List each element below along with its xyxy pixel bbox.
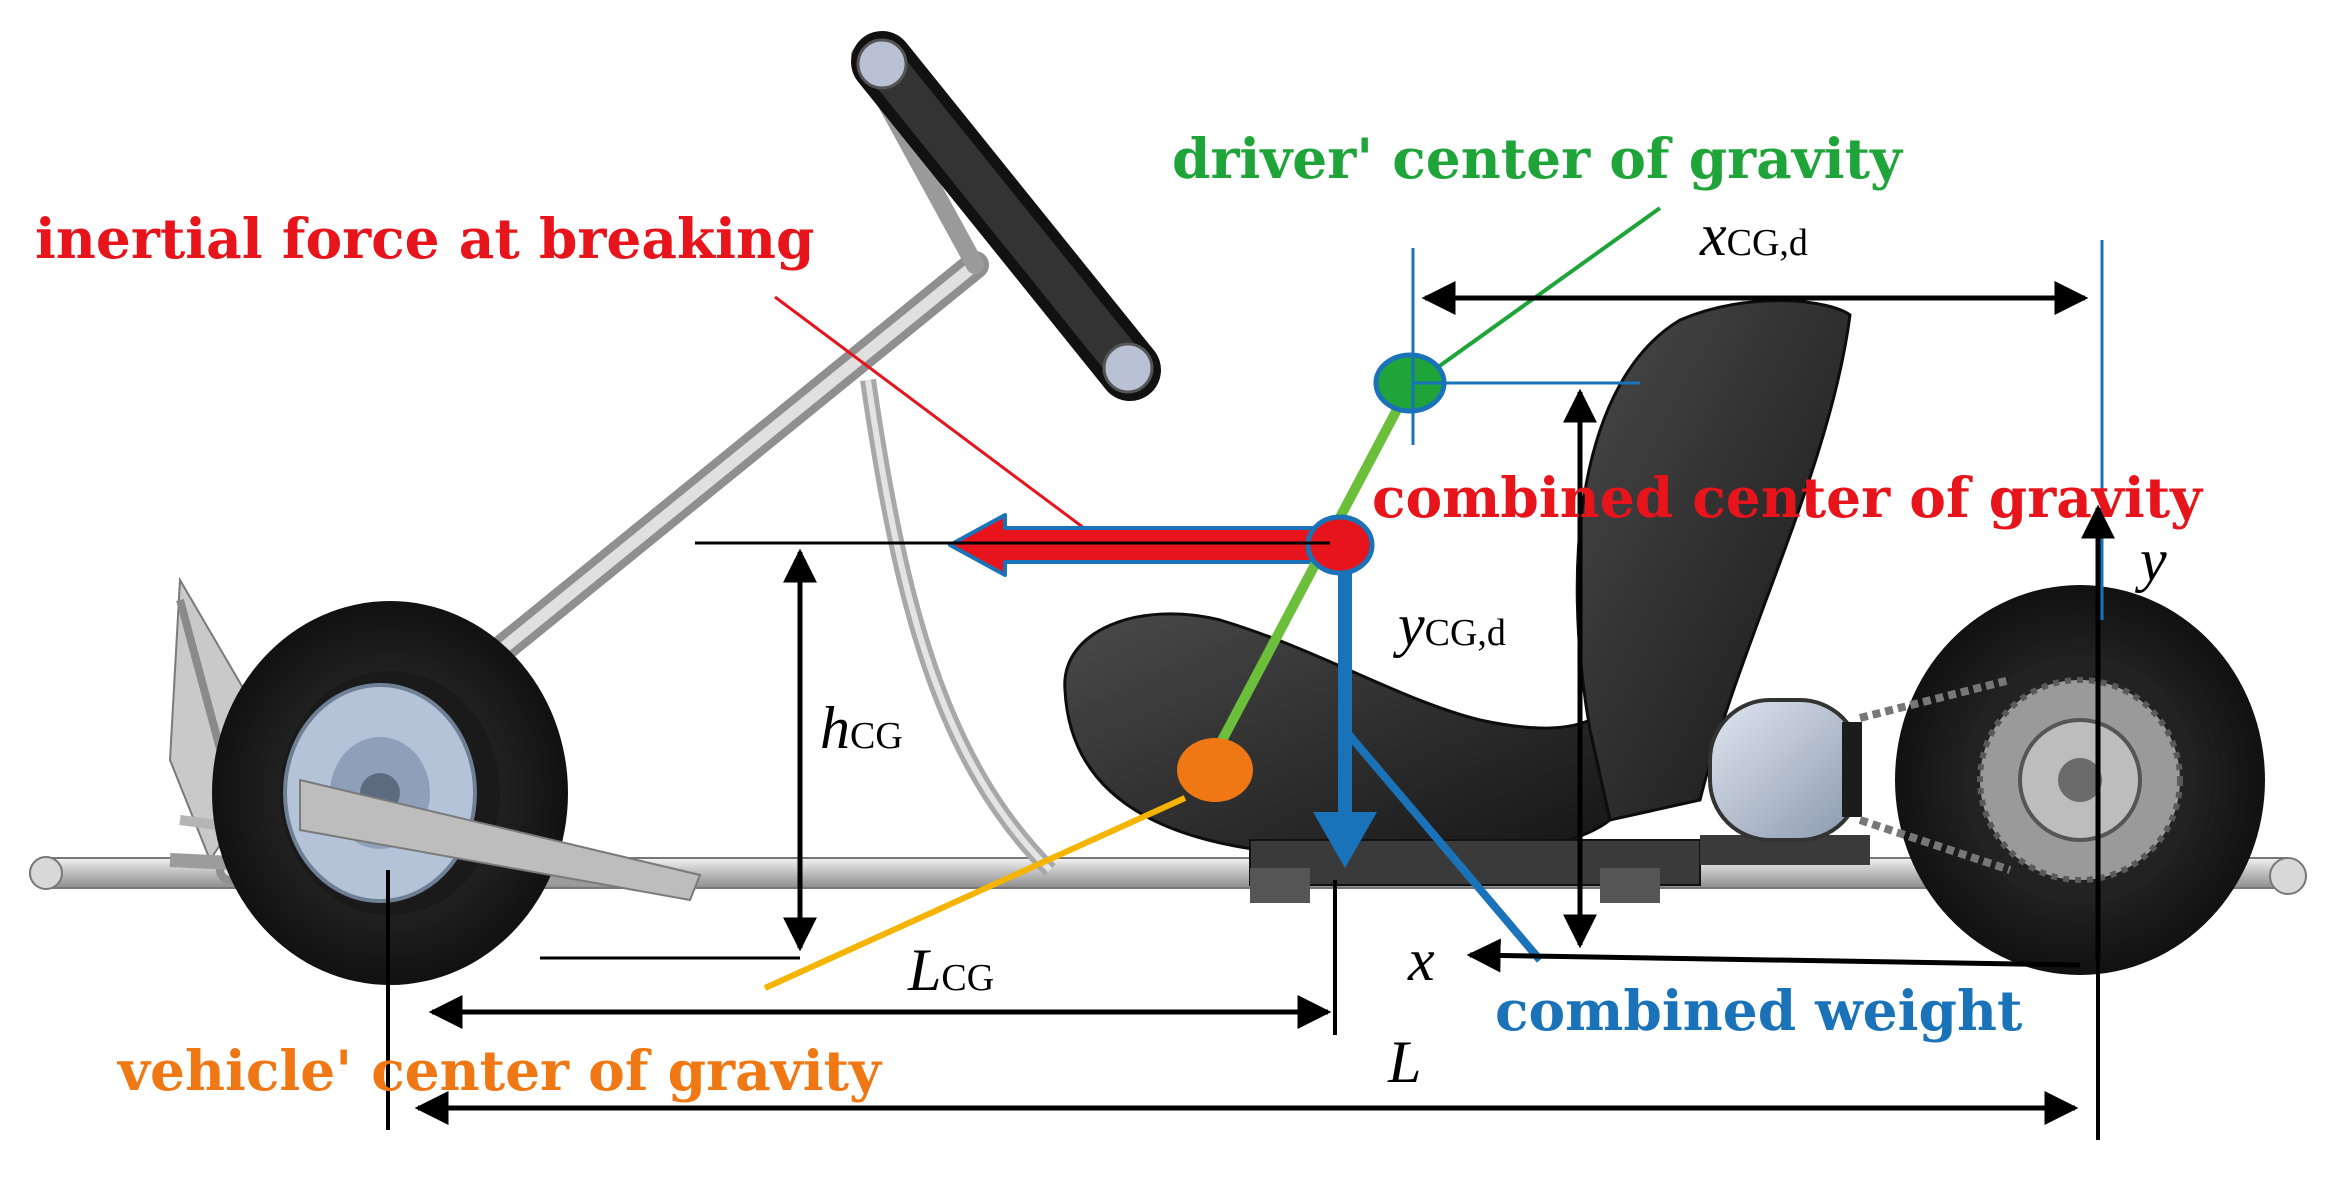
wheel-with-sprocket-icon — [1895, 585, 2265, 975]
h-cg-label: hCG — [820, 695, 903, 761]
inertial-force-arrow — [948, 513, 1322, 577]
rear-bumper-tip — [2269, 857, 2307, 895]
inertial-force-leader — [774, 295, 1101, 542]
vehicle-cg-label: vehicle' center of gravity — [117, 1038, 883, 1103]
curved-tube — [860, 378, 1056, 876]
x-cg-d-label: xCG,d — [1699, 202, 1808, 268]
engine-cylinder-icon — [1700, 698, 1870, 865]
x-axis-arrow — [1466, 938, 2081, 973]
combined-cg-marker — [1305, 514, 1375, 576]
l-label: L — [1387, 1029, 1421, 1095]
y-cg-d-label: yCG,d — [1392, 592, 1506, 658]
combined-weight-arrowhead — [1313, 812, 1377, 868]
y-axis-label: y — [2134, 527, 2167, 593]
vehicle-cg-marker — [1177, 738, 1253, 802]
driver-cg-leader — [1418, 206, 1662, 382]
inertial-force-label: inertial force at breaking — [35, 206, 814, 271]
combined-cg-label: combined center of gravity — [1372, 465, 2204, 530]
driver-to-vehicle-line — [1213, 382, 1415, 751]
combined-weight-label: combined weight — [1495, 978, 2023, 1043]
front-bumper-tip — [29, 856, 63, 890]
l-cg-label: LCG — [907, 937, 994, 1003]
steering-wheel-icon — [851, 31, 1161, 401]
vehicle-cg-leader — [763, 795, 1187, 991]
driver-cg-label: driver' center of gravity — [1172, 126, 1904, 191]
x-axis-label: x — [1407, 927, 1435, 993]
combined-weight-leader — [1341, 727, 1544, 963]
